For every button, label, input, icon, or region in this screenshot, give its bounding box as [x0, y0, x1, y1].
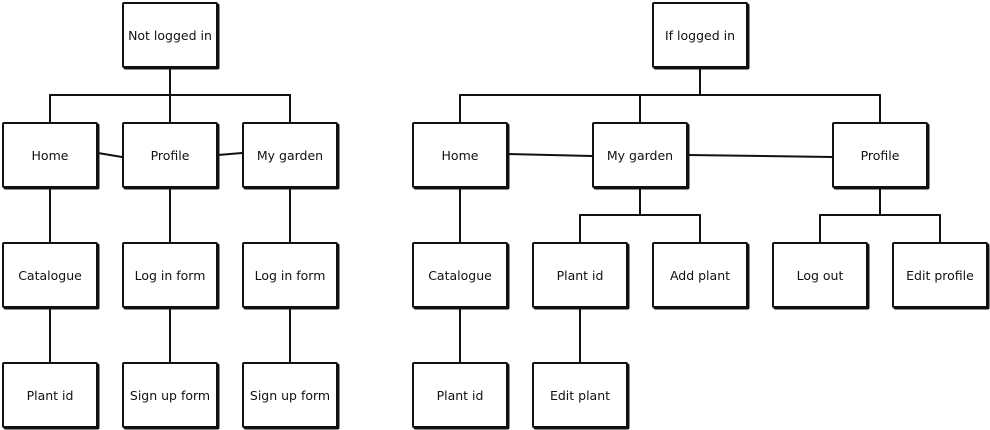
- node-log-out: Log out: [772, 242, 868, 308]
- node-garden-signup-form: Sign up form: [242, 362, 338, 428]
- node-profile-login-form: Log in form: [122, 242, 218, 308]
- node-profile: Profile: [832, 122, 928, 188]
- connector-line: [97, 152, 123, 158]
- node-catalogue: Catalogue: [2, 242, 98, 308]
- node-add-plant: Add plant: [652, 242, 748, 308]
- node-edit-plant: Edit plant: [532, 362, 628, 428]
- node-home: Home: [2, 122, 98, 188]
- node-garden-login-form: Log in form: [242, 242, 338, 308]
- node-my-garden: My garden: [242, 122, 338, 188]
- node-plant-id: Plant id: [2, 362, 98, 428]
- node-edit-profile: Edit profile: [892, 242, 988, 308]
- node-profile-signup-form: Sign up form: [122, 362, 218, 428]
- node-catalogue: Catalogue: [412, 242, 508, 308]
- node-garden-plant-id: Plant id: [532, 242, 628, 308]
- node-catalogue-plant-id: Plant id: [412, 362, 508, 428]
- connector-line: [687, 154, 833, 158]
- node-profile: Profile: [122, 122, 218, 188]
- node-home: Home: [412, 122, 508, 188]
- connector-line: [507, 153, 593, 157]
- node-if-logged-in: If logged in: [652, 2, 748, 68]
- connector-line: [217, 152, 243, 156]
- node-not-logged-in: Not logged in: [122, 2, 218, 68]
- node-my-garden: My garden: [592, 122, 688, 188]
